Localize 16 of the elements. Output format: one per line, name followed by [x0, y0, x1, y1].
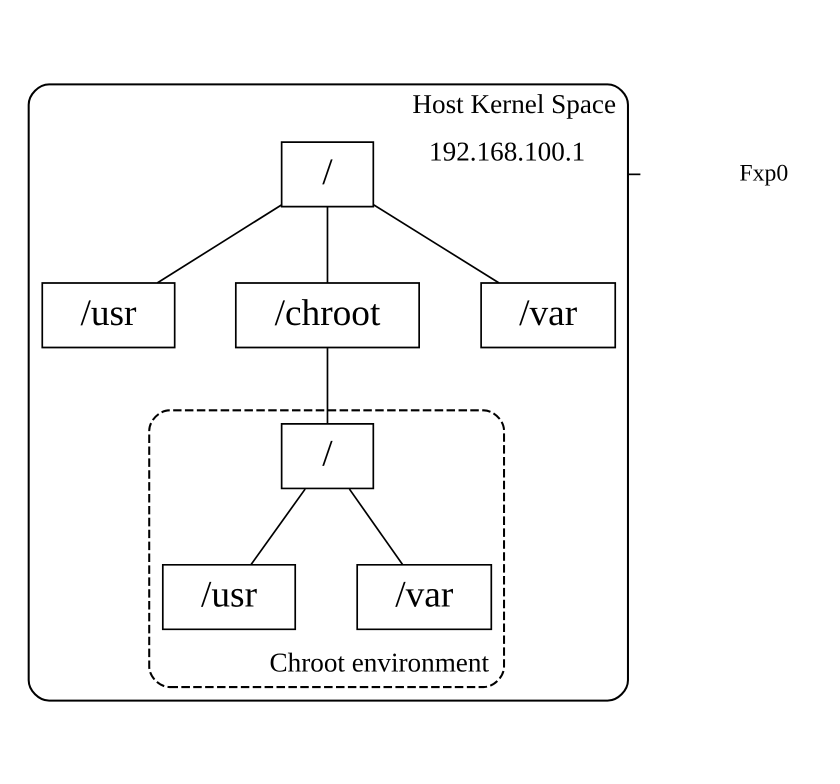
- node-box: /: [280, 422, 374, 489]
- connector: [326, 348, 328, 424]
- connector: [250, 488, 306, 565]
- node-box: /var: [356, 563, 492, 630]
- connector: [373, 204, 500, 284]
- node-box: /chroot: [234, 282, 420, 348]
- edge-label: 192.168.100.1: [429, 136, 586, 166]
- node-box: /usr: [162, 563, 296, 630]
- connector: [156, 204, 282, 284]
- connector: [628, 173, 640, 175]
- node-box: /: [280, 140, 374, 207]
- label: Fxp0: [739, 160, 788, 186]
- node-box: /var: [480, 282, 616, 348]
- connector: [348, 488, 404, 565]
- node-box: /usr: [41, 282, 176, 348]
- connector: [326, 206, 328, 282]
